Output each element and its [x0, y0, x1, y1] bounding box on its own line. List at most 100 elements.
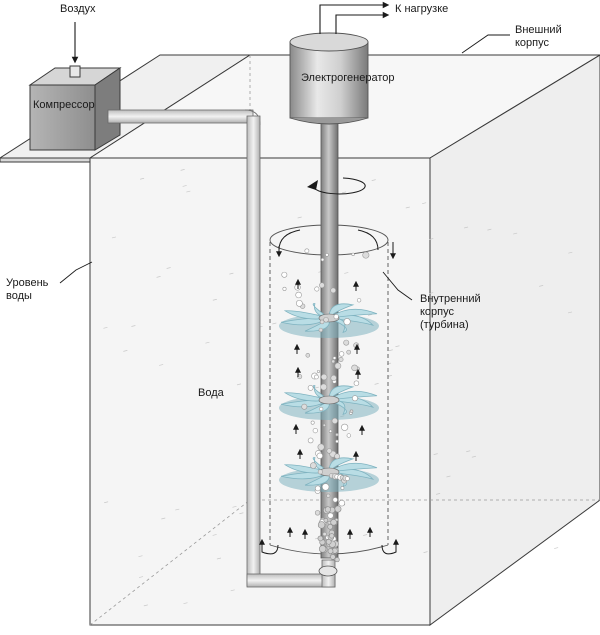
water-fleck — [205, 341, 210, 344]
water-fleck — [539, 285, 544, 287]
air-label: Воздух — [60, 3, 96, 15]
water-fleck — [239, 512, 244, 515]
water-fleck — [487, 228, 492, 231]
bubble-icon — [316, 452, 323, 460]
leader-lines — [59, 34, 510, 301]
bubble-icon — [331, 359, 336, 364]
bubble-icon — [317, 443, 325, 451]
water-fleck — [513, 232, 518, 235]
water-fleck — [436, 493, 441, 495]
bubble-icon — [319, 319, 325, 325]
water-fleck — [111, 236, 117, 239]
bubble-icon — [326, 493, 331, 498]
bubble-icon — [351, 364, 358, 372]
outer-housing-label-line2: корпус — [515, 37, 550, 49]
water-fleck — [143, 604, 148, 607]
outer-housing-label: Внешний корпус — [515, 24, 562, 50]
turbine-shaft — [320, 117, 339, 559]
bubble-icon — [295, 291, 302, 299]
bubble-icon — [310, 420, 315, 425]
water-fleck — [182, 185, 187, 187]
bubble-icon — [352, 395, 358, 402]
water-fleck — [139, 177, 145, 180]
water-fleck — [344, 272, 349, 274]
air-pipe — [107, 109, 338, 588]
circulation-arrows — [259, 229, 399, 555]
bubble-icon — [317, 521, 326, 529]
rotation-arrow-icon — [307, 177, 366, 195]
bubble-icon — [297, 374, 303, 380]
turbine-blade — [328, 308, 378, 319]
bubble-icon — [318, 545, 327, 553]
turbine-blade — [283, 310, 330, 320]
turbine-rotor — [279, 457, 379, 492]
bubble-icon — [334, 453, 340, 460]
water-fleck — [367, 314, 373, 316]
compressor-label: Компрессор — [33, 99, 95, 111]
inner-housing-label-line3: (турбина) — [420, 319, 469, 331]
bubble-icon — [325, 538, 332, 545]
upflow-arrows — [287, 278, 373, 539]
bubble-icon — [338, 351, 345, 357]
water-fleck — [212, 298, 217, 301]
water-fleck — [423, 551, 428, 553]
inner-housing-label: Внутренний корпус (турбина) — [420, 293, 481, 332]
bubble-icon — [310, 462, 317, 469]
water-fleck — [272, 322, 277, 325]
water-fleck — [422, 202, 427, 205]
bubble-icon — [333, 314, 339, 320]
water-fleck — [156, 276, 161, 278]
bubble-icon — [328, 429, 333, 433]
inner-housing-label-line1: Внутренний — [420, 293, 481, 305]
rotor-hub — [318, 395, 340, 405]
bubble-icon — [327, 548, 334, 554]
water-fleck — [395, 345, 400, 348]
bubble-icon — [320, 373, 328, 381]
water-fleck — [232, 505, 237, 508]
bubble-icon — [323, 317, 329, 323]
bubble-icon — [327, 520, 332, 525]
water-fleck — [429, 238, 434, 240]
water-fleck — [166, 267, 171, 269]
bubble-icon — [282, 286, 287, 291]
water-fleck — [236, 383, 242, 386]
generator-label: Электрогенератор — [301, 72, 395, 84]
load-wires — [319, 1, 390, 34]
bubble-icon — [346, 349, 352, 355]
water-fleck — [131, 325, 136, 327]
bubble-icon — [301, 403, 308, 410]
water-fleck — [212, 534, 217, 536]
bubble-icon — [322, 423, 327, 427]
turbine-rotor — [279, 385, 379, 420]
outer-housing-label-line1: Внешний — [515, 24, 562, 36]
bubble-icon — [314, 286, 320, 292]
water-fleck — [371, 179, 376, 181]
water-fleck — [297, 216, 302, 219]
water-fleck — [554, 547, 559, 549]
bubble-icon — [356, 298, 362, 303]
water-fleck — [123, 350, 128, 352]
bubble-icon — [319, 282, 325, 289]
bubble-icon — [324, 506, 331, 513]
bubble-icon — [318, 327, 323, 333]
bubble-icon — [346, 433, 351, 438]
water-fleck — [471, 455, 476, 458]
water-fleck — [175, 508, 180, 511]
bubble-icon — [332, 356, 337, 360]
bubble-icon — [307, 437, 314, 444]
bubble-icon — [281, 271, 288, 278]
bubble-icon — [330, 374, 337, 382]
bubble-icon — [316, 369, 320, 373]
bubble-icon — [317, 469, 323, 475]
water-label: Вода — [198, 387, 224, 399]
water-fleck — [374, 383, 379, 385]
compressor — [28, 65, 122, 151]
water-fleck — [314, 386, 319, 389]
bubble-icon — [305, 353, 311, 358]
water-fleck — [159, 364, 164, 366]
bubble-icon — [335, 439, 339, 444]
bubble-icon — [307, 385, 314, 391]
bubble-icon — [330, 519, 337, 526]
water-fleck — [341, 191, 347, 194]
